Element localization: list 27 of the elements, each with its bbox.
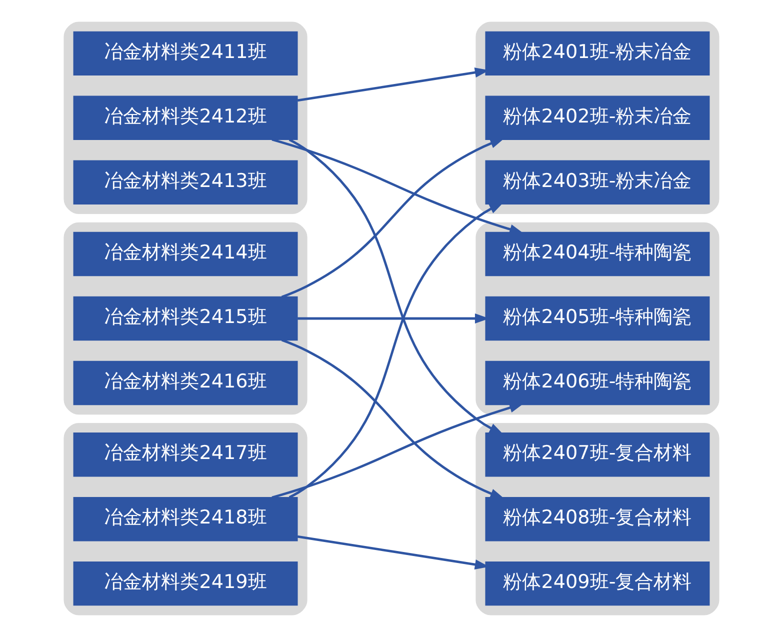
node-box: 冶金材料类2419班 [73,561,298,606]
arrow [288,138,504,435]
node-box: 粉体2403班-粉末冶金 [485,160,710,204]
node-box: 粉体2406班-特种陶瓷 [485,360,710,406]
cluster [64,422,308,616]
node-box: 粉体2409班-复合材料 [485,561,710,606]
arrow [272,138,524,234]
node-box: 冶金材料类2411班 [73,31,298,76]
cluster [64,22,308,214]
arrow [281,338,505,499]
node-box: 粉体2401班-粉末冶金 [485,31,710,76]
node-box: 粉体2407班-复合材料 [485,432,710,477]
node-box: 冶金材料类2415班 [73,296,298,341]
arrow [272,402,524,499]
node-box: 粉体2402班-粉末冶金 [485,96,710,140]
node-box: 冶金材料类2412班 [73,96,298,140]
node-box: 冶金材料类2414班 [73,232,298,276]
node-box: 冶金材料类2416班 [73,360,298,406]
node-box: 冶金材料类2418班 [73,497,298,542]
node-box: 冶金材料类2417班 [73,432,298,477]
node-box: 粉体2404班-特种陶瓷 [485,232,710,276]
node-box: 冶金材料类2413班 [73,160,298,204]
node-box: 粉体2405班-特种陶瓷 [485,296,710,341]
cluster [64,222,308,415]
node-box: 粉体2408班-复合材料 [485,497,710,542]
arrow [288,202,504,498]
arrow [281,138,505,298]
